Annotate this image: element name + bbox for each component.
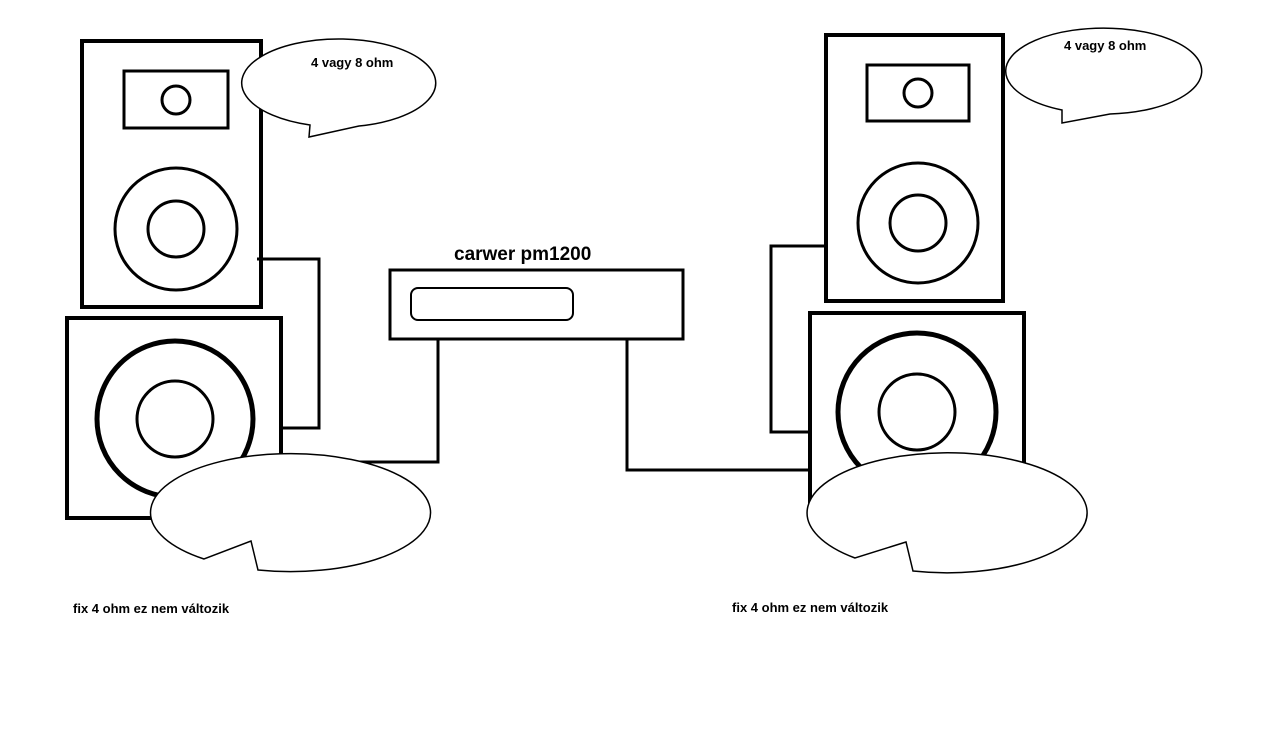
right-top-speaker-cabinet [824, 33, 1005, 303]
right-speaker-link-wire [769, 244, 826, 434]
left-top-bubble-text: 4 vagy 8 ohm [311, 55, 393, 70]
right-top-bubble-text: 4 vagy 8 ohm [1064, 38, 1146, 53]
right-bottom-bubble: fix 4 ohm ez nem változik [732, 452, 1088, 615]
right-bottom-bubble-text: fix 4 ohm ez nem változik [732, 600, 889, 615]
right-tweeter-icon [902, 77, 934, 109]
left-bottom-bubble-text: fix 4 ohm ez nem változik [73, 601, 230, 616]
amplifier-label: carwer pm1200 [454, 244, 591, 265]
left-top-speaker [80, 39, 263, 309]
left-top-speaker-cabinet [80, 39, 263, 309]
right-woofer-outer [856, 161, 980, 285]
right-tweeter-panel [865, 63, 971, 123]
amplifier [388, 268, 685, 341]
left-tweeter-icon [160, 84, 192, 116]
amplifier-display [410, 287, 574, 321]
right-subwoofer-cone-inner [877, 372, 957, 452]
left-top-bubble-shape [240, 38, 437, 138]
left-amp-wire [283, 339, 440, 464]
right-woofer-inner [888, 193, 948, 253]
right-top-bubble-shape [1005, 27, 1203, 124]
right-top-bubble: 4 vagy 8 ohm [1005, 27, 1203, 124]
amplifier-body [388, 268, 685, 341]
right-bottom-bubble-shape [806, 452, 1088, 574]
right-top-speaker [824, 33, 1005, 303]
left-bottom-bubble-shape [149, 452, 432, 573]
left-tweeter-panel [122, 69, 230, 130]
left-woofer-inner [146, 199, 206, 259]
left-woofer-outer [113, 166, 239, 292]
wires [257, 244, 826, 472]
left-bottom-bubble: fix 4 ohm ez nem változik [73, 452, 432, 616]
right-amp-wire [625, 339, 810, 472]
left-subwoofer-cone-inner [135, 379, 215, 459]
left-top-bubble: 4 vagy 8 ohm [240, 38, 437, 138]
left-speaker-link-wire [257, 257, 321, 430]
